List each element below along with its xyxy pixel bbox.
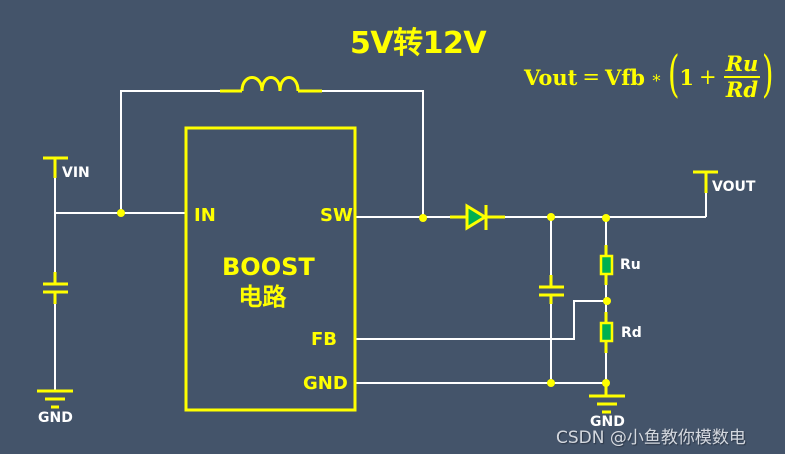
- ground-left-icon: [37, 389, 73, 409]
- junction-dot: [602, 379, 610, 387]
- watermark: CSDN @小鱼教你模数电: [556, 428, 746, 448]
- junction-dot: [547, 213, 555, 221]
- pin-in-label: IN: [194, 205, 216, 226]
- wire-to-inductor: [120, 90, 220, 213]
- junction-dot: [603, 297, 611, 305]
- formula-close-paren: ): [762, 45, 774, 103]
- input-capacitor-icon: [43, 272, 68, 304]
- pin-fb-label: FB: [311, 329, 338, 350]
- junction-dot: [117, 209, 125, 217]
- wire-fb: [356, 300, 606, 340]
- gnd-left-label: GND: [38, 410, 73, 426]
- formula-equals: =: [582, 65, 600, 89]
- ground-right-icon: [589, 383, 625, 414]
- formula-denominator: Rd: [725, 77, 759, 102]
- formula-vfb: Vfb: [604, 64, 645, 90]
- pin-sw-label: SW: [320, 205, 353, 226]
- formula-numerator: Ru: [723, 52, 761, 78]
- resistor-rd-icon: [599, 312, 614, 353]
- vin-label: VIN: [62, 165, 90, 181]
- formula-times: ∗: [650, 67, 662, 87]
- ru-label: Ru: [620, 257, 641, 273]
- diode-icon: [450, 203, 505, 231]
- boost-chip-box: [184, 126, 357, 412]
- chip-name: BOOST 电路: [222, 252, 315, 312]
- junction-dots: [117, 209, 611, 387]
- wire-inductor-to-sw: [322, 90, 424, 217]
- wires: [54, 90, 707, 395]
- vout-terminal-icon: [693, 170, 718, 193]
- chip-name-line2: 电路: [238, 283, 287, 311]
- formula-open-paren: (: [667, 45, 680, 103]
- vin-terminal-icon: [43, 156, 68, 178]
- output-capacitor-icon: [539, 275, 564, 304]
- resistor-ru-icon: [599, 245, 614, 285]
- diagram-title: 5V转12V: [350, 26, 487, 61]
- vout-label: VOUT: [712, 179, 756, 195]
- rd-label: Rd: [621, 325, 642, 341]
- formula: Vout = Vfb ∗ ( 1 + Ru Rd ): [524, 45, 774, 103]
- junction-dot: [419, 214, 427, 222]
- formula-plus: +: [698, 65, 717, 89]
- formula-one: 1: [679, 64, 694, 90]
- inductor-icon: [220, 76, 322, 93]
- formula-fraction: Ru Rd: [723, 52, 761, 102]
- formula-vout: Vout: [524, 64, 578, 90]
- junction-dot: [547, 379, 555, 387]
- chip-name-line1: BOOST: [222, 253, 315, 281]
- junction-dot: [602, 214, 610, 222]
- gnd-right-label: GND: [590, 414, 625, 430]
- pin-gnd-label: GND: [303, 373, 348, 394]
